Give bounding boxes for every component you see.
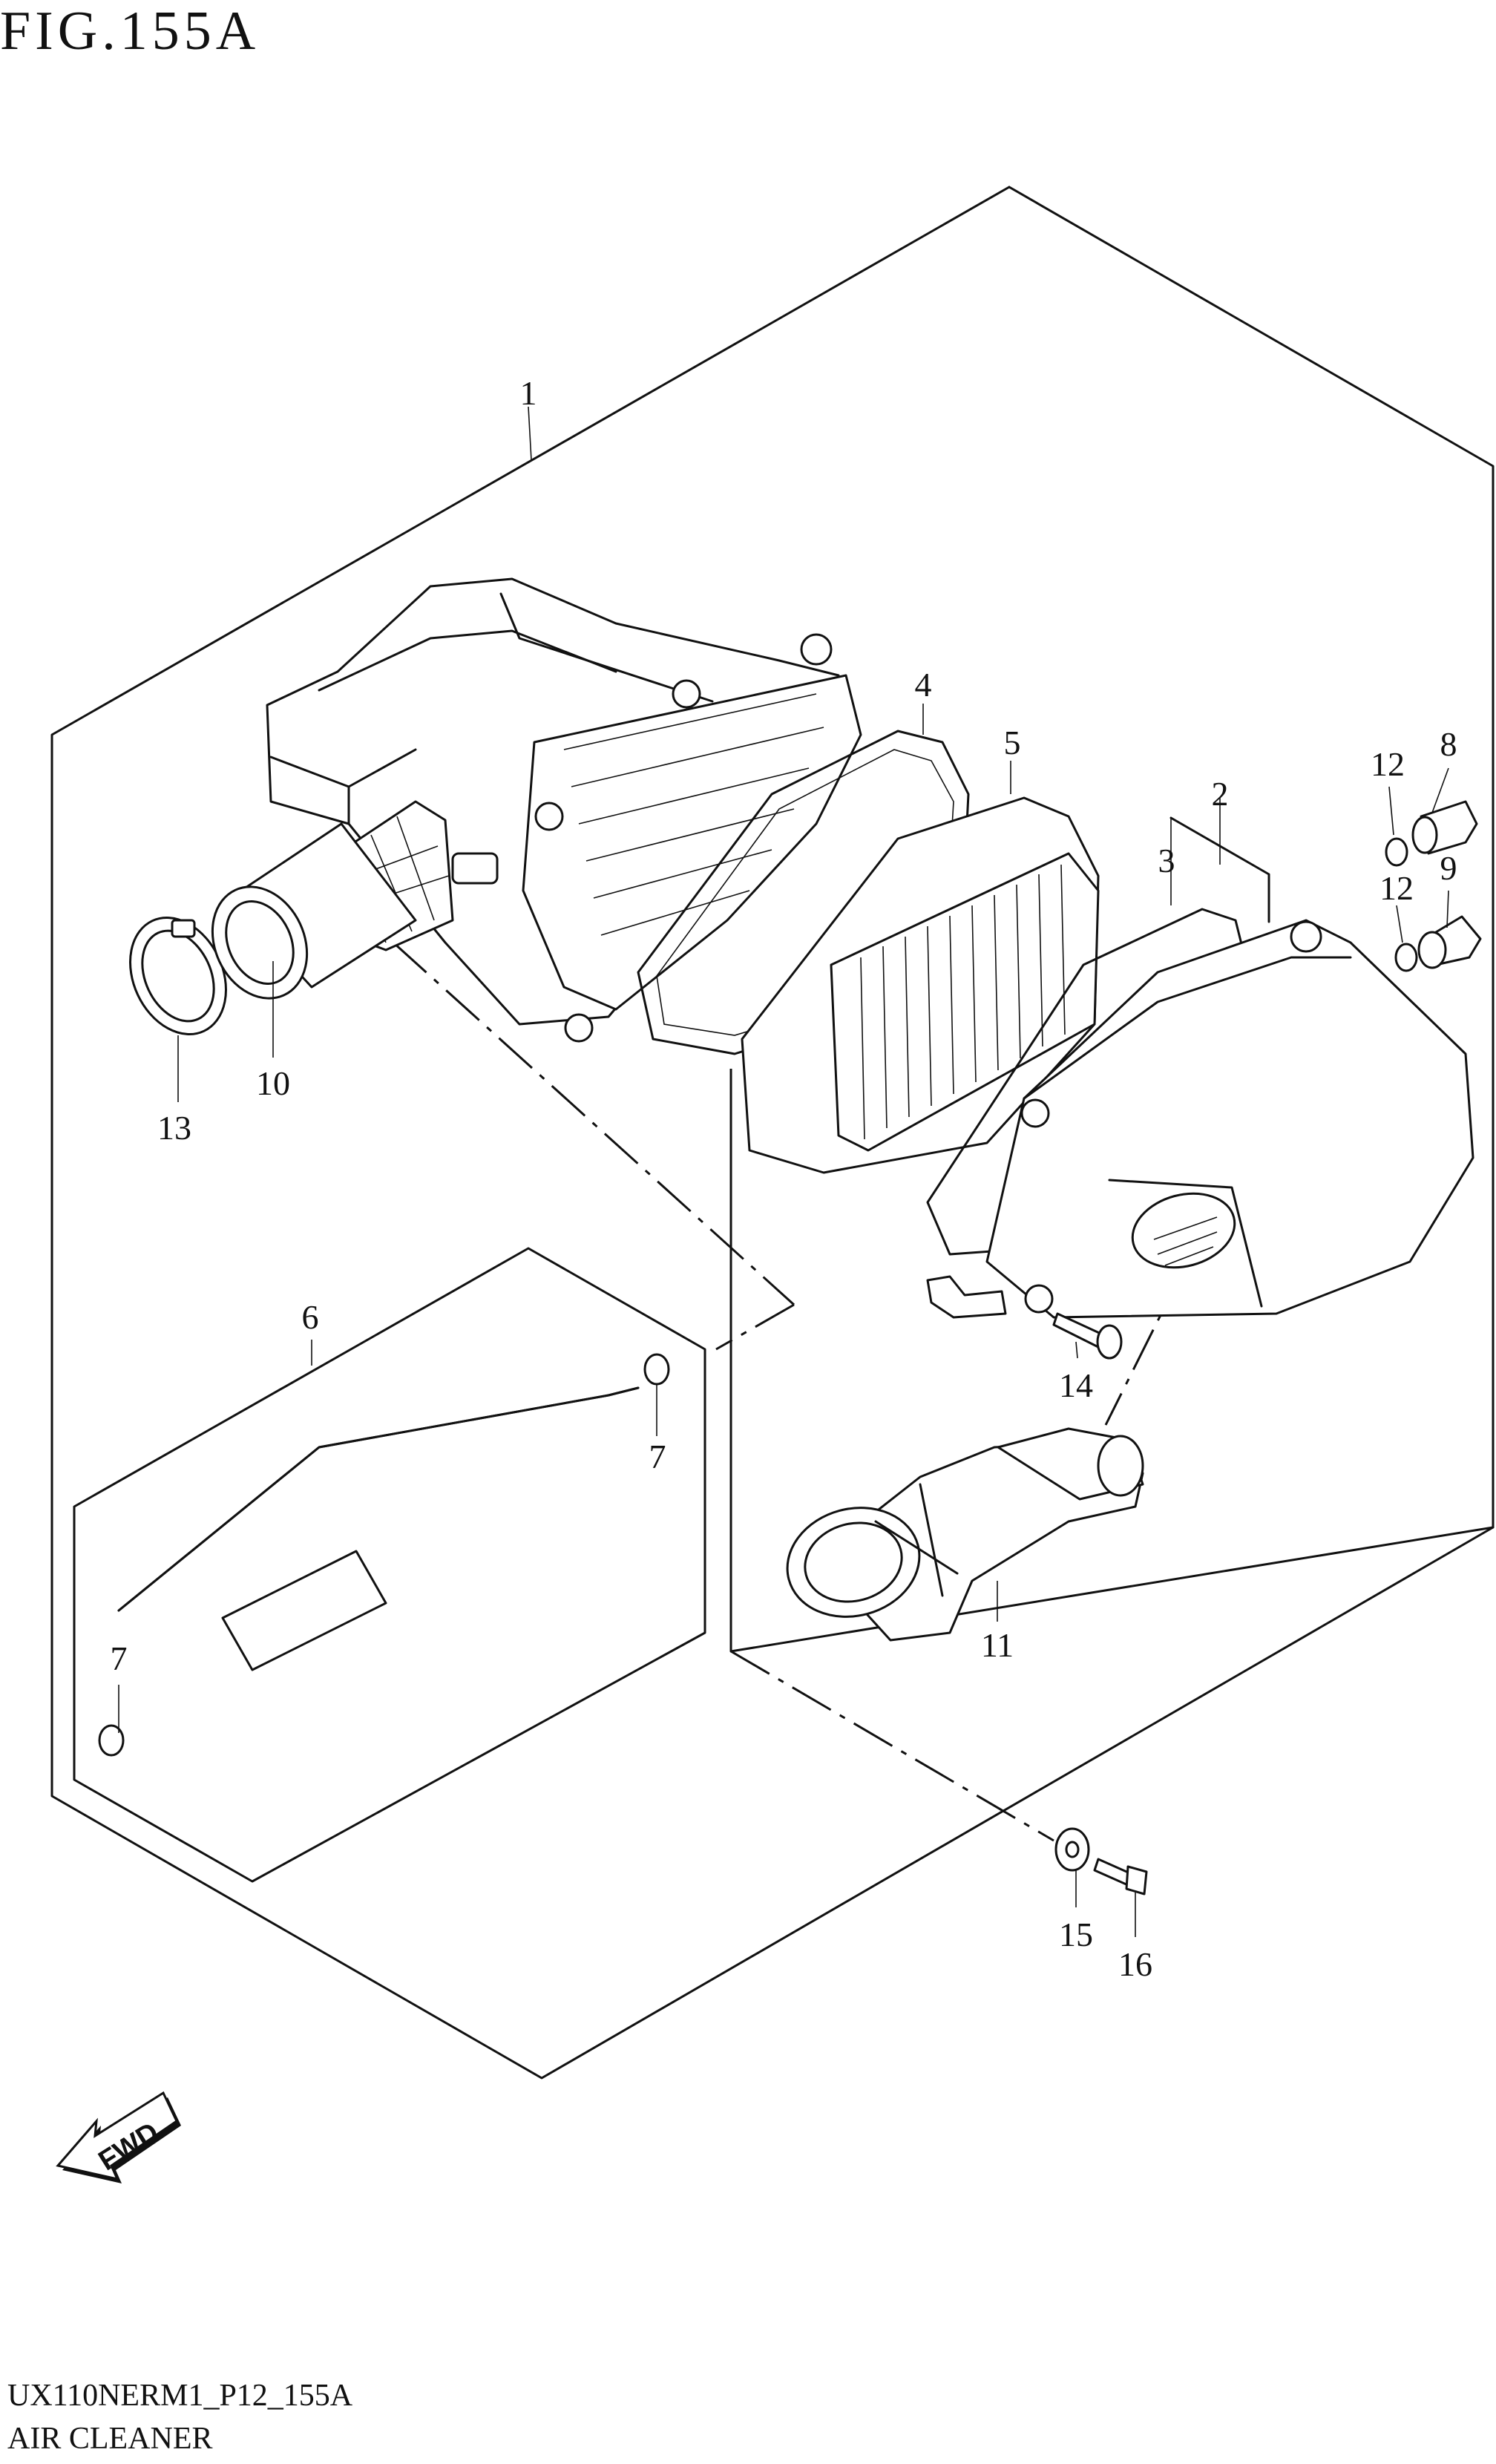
dash-2 [715, 1303, 795, 1351]
clip-7-b [98, 1724, 125, 1757]
callout-7-b: 7 [111, 1639, 128, 1677]
callout-13: 13 [157, 1109, 191, 1147]
callout-14: 14 [1059, 1366, 1093, 1404]
callout-10: 10 [256, 1064, 290, 1102]
callout-6: 6 [302, 1298, 319, 1336]
figure-code: UX110NERM1_P12_155A [7, 2379, 353, 2413]
frame-assembly-1 [50, 186, 1495, 2080]
callout-1: 1 [520, 374, 537, 412]
screw-14 [1052, 1312, 1123, 1360]
clamp-13 [129, 916, 227, 1036]
washer-15 [1054, 1827, 1090, 1872]
callout-9: 9 [1440, 849, 1457, 887]
frame-inner-2 [1169, 816, 1270, 923]
callout-2: 2 [1212, 775, 1229, 813]
callout-3: 3 [1158, 842, 1175, 879]
air-cleaner-case [266, 577, 862, 1043]
callout-11: 11 [981, 1626, 1014, 1664]
cap-2 [926, 919, 1474, 1319]
bolt-16 [1093, 1858, 1148, 1895]
callout-16: 16 [1118, 1945, 1152, 1983]
leaders [118, 406, 1449, 1937]
callout-4: 4 [915, 666, 932, 704]
drain-hose-6 [117, 1386, 640, 1671]
plug-8 [1411, 800, 1478, 855]
callout-7-a: 7 [649, 1438, 666, 1475]
clip-12-b [1394, 943, 1418, 972]
callout-15: 15 [1059, 1916, 1093, 1953]
clip-12-a [1385, 837, 1408, 867]
callout-12-b: 12 [1379, 869, 1414, 907]
frame-hose-6 [73, 1247, 706, 1883]
joint-10 [211, 822, 417, 1000]
dash-1 [392, 941, 795, 1306]
plug-9 [1417, 915, 1482, 969]
dash-4 [730, 1650, 1054, 1842]
figure-name: AIR CLEANER [7, 2422, 213, 2456]
intake-duct-11 [786, 1427, 1144, 1642]
clip-7-a [643, 1353, 670, 1386]
callout-8: 8 [1440, 725, 1457, 763]
callout-12-a: 12 [1371, 745, 1405, 783]
callout-5: 5 [1004, 724, 1021, 761]
figure-title: FIG.155A [0, 1, 260, 62]
fwd-arrow-icon: FWD [56, 2091, 181, 2183]
